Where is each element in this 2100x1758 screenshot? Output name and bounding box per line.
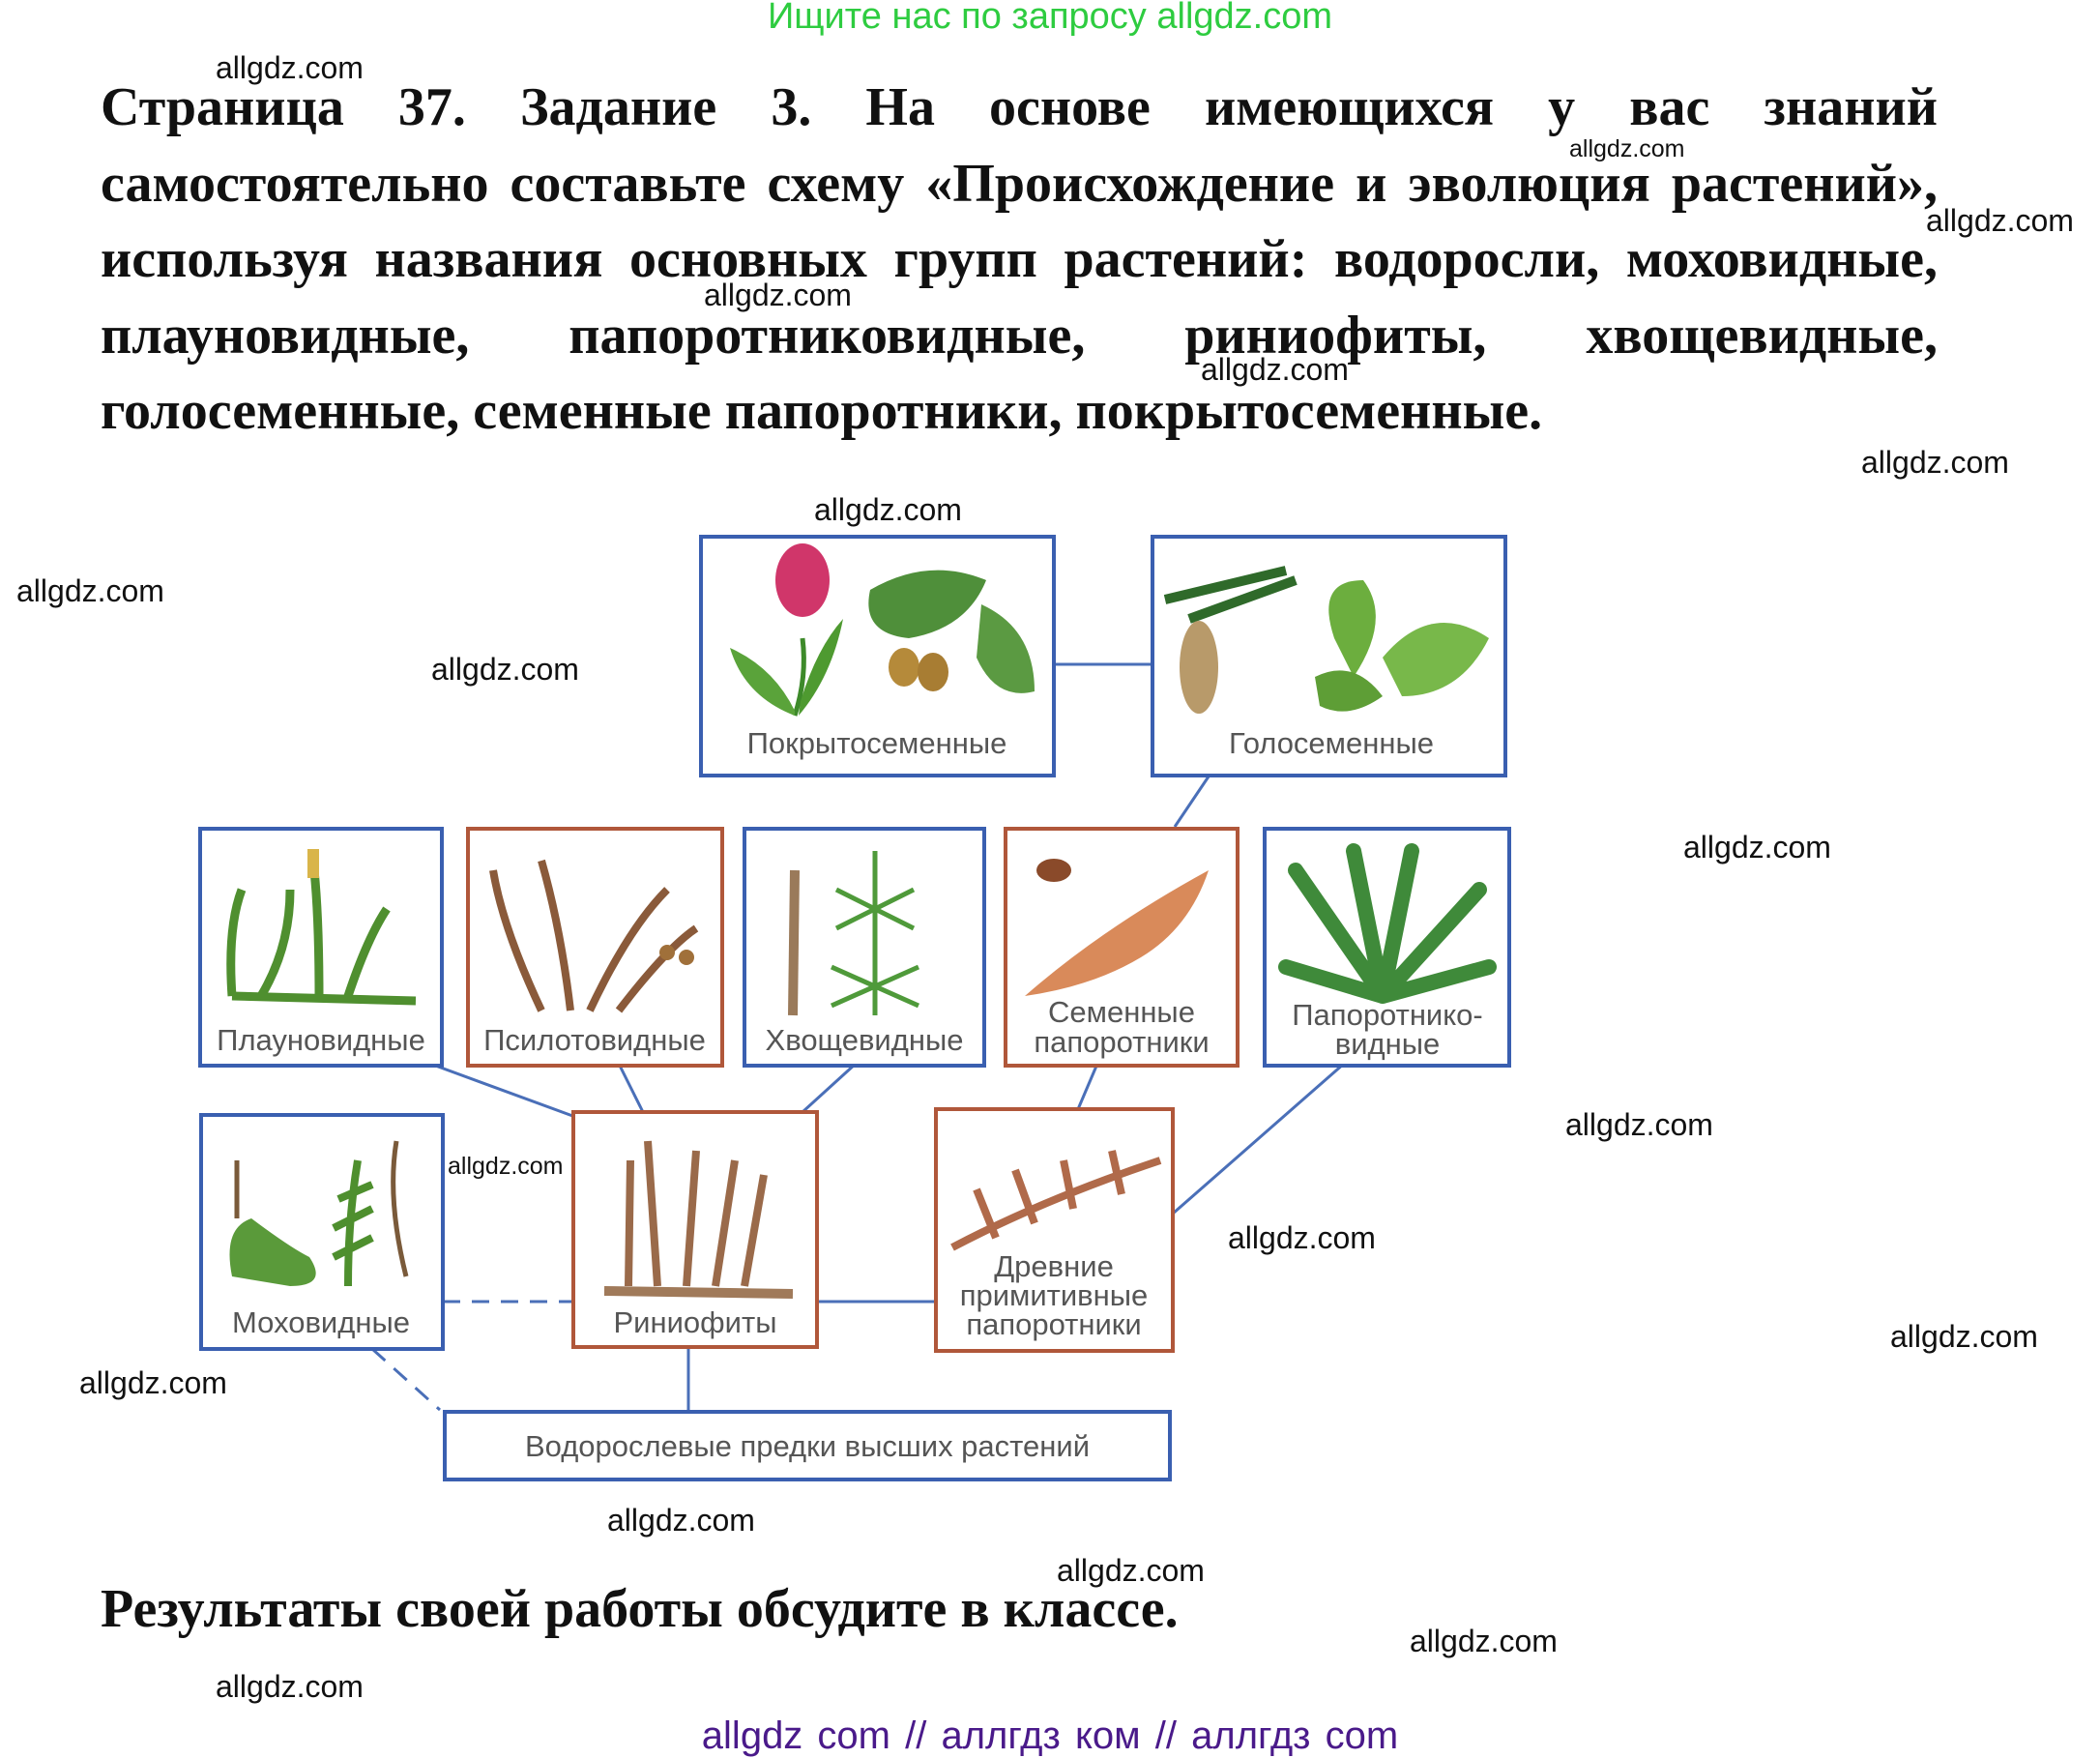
label-angiosperms: Покрытосеменные [747,726,1007,760]
top-banner[interactable]: Ищите нас по запросу allgdz.com [767,0,1332,37]
box-ferns: Папоротнико- видные [1263,827,1511,1068]
footer-links[interactable]: allgdz com // аллгдз ком // аллгдз com [701,1714,1399,1757]
watermark: allgdz.com [1569,135,1685,162]
box-horsetails: Хвощевидные [743,827,986,1068]
watermark: allgdz.com [16,573,164,608]
label-ancient-ferns-3: папоротники [966,1307,1141,1341]
horsetail-plant-icon [830,851,920,1015]
box-angiosperms: Покрытосеменные [699,535,1056,777]
watermark: allgdz.com [1201,352,1349,387]
label-ferns-2: видные [1335,1027,1441,1061]
label-horsetails: Хвощевидные [766,1023,964,1057]
label-lycophytes: Плауновидные [217,1023,425,1057]
tulip-stem-icon [792,637,806,717]
line-gymno-seedferns [1173,776,1210,828]
box-rhyniophytes: Риниофиты [571,1110,819,1349]
task-text: Страница 37. Задание 3. На основе имеющи… [101,77,1938,441]
watermark: allgdz.com [216,1669,364,1704]
sporangium-icon [659,945,675,960]
label-ferns-1: Папоротнико- [1292,998,1482,1032]
box-psilotophytes: Псилотовидные [466,827,724,1068]
line-psilo-rhynio [617,1063,645,1113]
psilotum-plant-icon [489,859,699,1013]
rhizome-icon [603,1286,794,1299]
ginkgo-leaf-icon [1383,623,1489,696]
ginkgo-leaf-icon [1328,580,1376,677]
label-seed-ferns-2: папоротники [1034,1025,1209,1059]
pine-cone-icon [1180,621,1218,714]
watermark: allgdz.com [1228,1220,1376,1255]
watermark: allgdz.com [1926,203,2074,238]
line-mosses-algae-dashed [370,1347,442,1412]
box-algal-ancestors: Водорослевые предки высших растений [443,1410,1172,1481]
box-lycophytes: Плауновидные [198,827,444,1068]
moss-plant-icon [332,1159,374,1287]
label-psilotophytes: Псилотовидные [483,1023,706,1057]
pine-branch-icon [1163,566,1298,624]
label-mosses: Моховидные [232,1305,410,1339]
tulip-leaf-icon [730,648,795,716]
label-gymnosperms: Голосеменные [1229,726,1434,760]
box-gymnosperms: Голосеменные [1151,535,1507,777]
tulip-leaf-icon [799,619,843,716]
label-seed-ferns-1: Семенные [1048,995,1195,1029]
line-seedferns-ancient [1076,1063,1099,1110]
line-horse-rhynio [801,1062,858,1114]
ginkgo-leaf-icon [1315,670,1383,712]
liverwort-icon [229,1218,316,1286]
moss-stalk-icon [234,1140,409,1277]
label-algal-ancestors: Водорослевые предки высших растений [525,1429,1090,1463]
connector-lines [370,662,1345,1412]
box-mosses: Моховидные [199,1113,445,1351]
watermark: allgdz.com [79,1365,227,1400]
line-ferns-ancient [1172,1062,1345,1216]
watermark: allgdz.com [1861,445,2009,480]
watermark: allgdz.com [431,652,579,687]
watermark: allgdz.com [607,1503,755,1538]
watermark: allgdz.com [704,278,852,312]
watermark: allgdz.com [814,492,962,527]
horsetail-stem-icon [788,869,800,1016]
label-ancient-ferns-2: примитивные [960,1278,1149,1312]
acorn-icon [918,653,948,691]
box-seed-ferns: Семенные папоротники [1004,827,1240,1068]
watermark: allgdz.com [1057,1553,1205,1588]
watermark: allgdz.com [216,50,364,85]
rhynia-plant-icon [625,1140,768,1287]
watermark: allgdz.com [448,1153,564,1180]
watermark: allgdz.com [1683,830,1831,864]
watermark: allgdz.com [1565,1107,1713,1142]
lycophyte-plant-icon [226,869,417,1006]
seed-fern-frond-icon [1025,870,1209,996]
tulip-flower-icon [775,543,830,617]
oak-leaf-icon [868,570,986,638]
acorn-icon [889,648,919,687]
oak-leaf-icon [977,604,1035,693]
watermark: allgdz.com [1410,1624,1558,1658]
label-ancient-ferns-1: Древние [994,1249,1114,1283]
line-lyco-rhynio [429,1062,576,1119]
fern-frond-icon [1278,843,1497,1004]
sporangium-icon [679,950,694,965]
box-ancient-ferns: Древние примитивные папоротники [934,1107,1175,1353]
conclusion-text: Результаты своей работы обсудите в класс… [101,1579,1179,1639]
seed-icon [1036,859,1071,882]
watermark: allgdz.com [1890,1319,2038,1354]
strobilus-icon [307,849,319,878]
ancient-fern-icon [950,1150,1162,1251]
label-rhyniophytes: Риниофиты [614,1305,777,1339]
